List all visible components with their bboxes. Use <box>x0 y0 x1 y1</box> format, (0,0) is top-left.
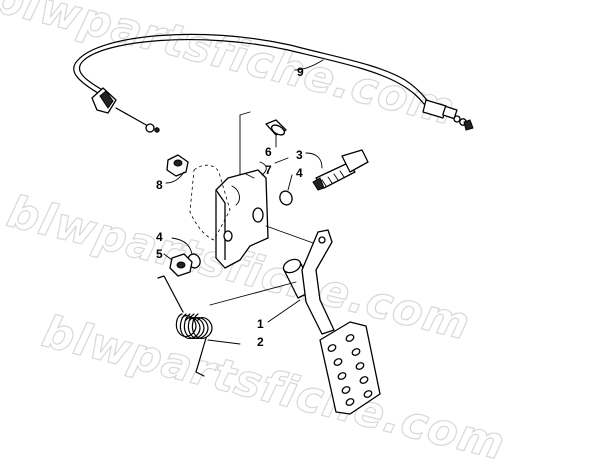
watermark-top: blwpartsfiche.com <box>0 0 460 136</box>
callout-6: 6 <box>265 145 272 159</box>
pedal-assembly <box>282 229 381 415</box>
mounting-bracket <box>215 111 317 269</box>
callout-4-upper: 4 <box>296 166 303 180</box>
pedal-pad-holes <box>327 334 373 406</box>
callout-9: 9 <box>297 65 304 79</box>
callout-8: 8 <box>156 178 163 192</box>
washer-upper <box>279 174 293 206</box>
locknut-upper <box>165 154 189 184</box>
callout-3: 3 <box>296 148 303 162</box>
callout-2: 2 <box>257 335 264 349</box>
leader-lines <box>245 157 301 323</box>
screw <box>265 119 287 148</box>
locknut-lower <box>163 253 193 277</box>
callout-labels: 1 2 3 4 4 5 6 7 8 9 <box>156 65 304 349</box>
callout-5: 5 <box>156 247 163 261</box>
callout-1: 1 <box>257 317 264 331</box>
shaft-bolt <box>305 149 369 191</box>
throttle-cable <box>73 33 474 133</box>
torsion-spring <box>157 275 297 377</box>
callout-7: 7 <box>265 163 272 177</box>
callout-4-lower: 4 <box>156 230 163 244</box>
dashed-outline <box>189 164 231 241</box>
